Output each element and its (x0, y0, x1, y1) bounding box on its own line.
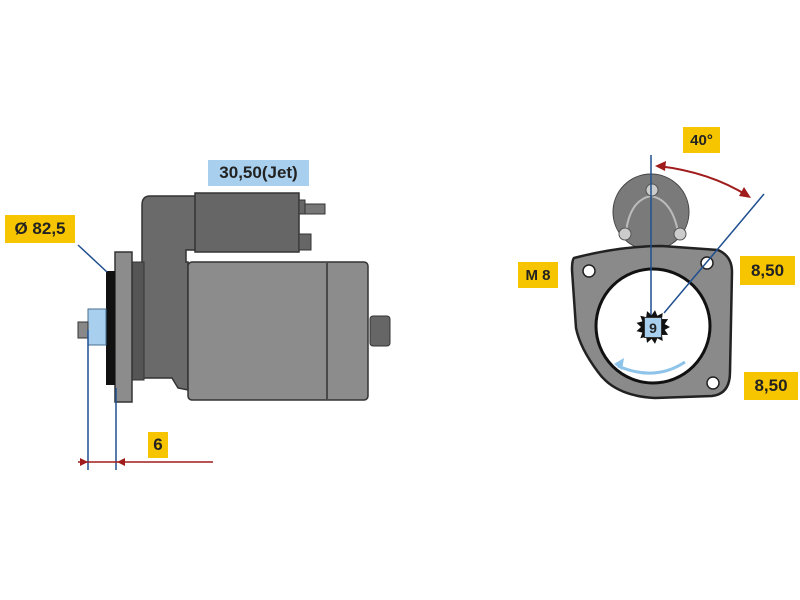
diameter-label: Ø 82,5 (5, 215, 75, 243)
flange-gasket (106, 271, 115, 385)
terminal-label: 30,50(Jet) (208, 160, 309, 186)
teeth-count-label: 9 (644, 317, 662, 338)
solenoid-terminal-bottom (298, 233, 312, 251)
solenoid-terminal-top (298, 199, 306, 215)
rotation-arrow (617, 360, 686, 375)
motor-housing (187, 261, 369, 401)
front-view (570, 155, 765, 400)
rear-shaft (369, 315, 391, 347)
thread-label: M 8 (518, 262, 558, 288)
side-view (77, 192, 391, 470)
terminal-bolt-right (673, 227, 687, 241)
nose-housing (131, 261, 145, 381)
angle-arc (657, 165, 749, 197)
angle-arrow-left (655, 161, 666, 171)
terminal-bolt-top (645, 183, 659, 197)
angle-label: 40° (683, 127, 720, 153)
diameter-leader-line (77, 244, 108, 273)
hole-label-top: 8,50 (740, 256, 795, 285)
solenoid-terminal-stud (304, 203, 326, 215)
hole-label-bottom: 8,50 (744, 372, 798, 400)
pinion-shaft (77, 321, 89, 339)
angled-reference-line (663, 193, 765, 314)
mounting-flange (114, 251, 133, 403)
mounting-hole-m8 (582, 264, 596, 278)
offset-label: 6 (148, 432, 168, 458)
dimension-arrow-left (117, 458, 125, 466)
solenoid-bracket (141, 195, 197, 391)
terminal-bolt-left (618, 227, 632, 241)
dimension-arrow-right (80, 458, 88, 466)
mounting-hole-bottom (706, 376, 720, 390)
pinion-gear (87, 308, 107, 346)
angle-arrow-right (739, 187, 751, 198)
solenoid-body (194, 192, 300, 253)
rotation-arrowhead (614, 358, 624, 370)
